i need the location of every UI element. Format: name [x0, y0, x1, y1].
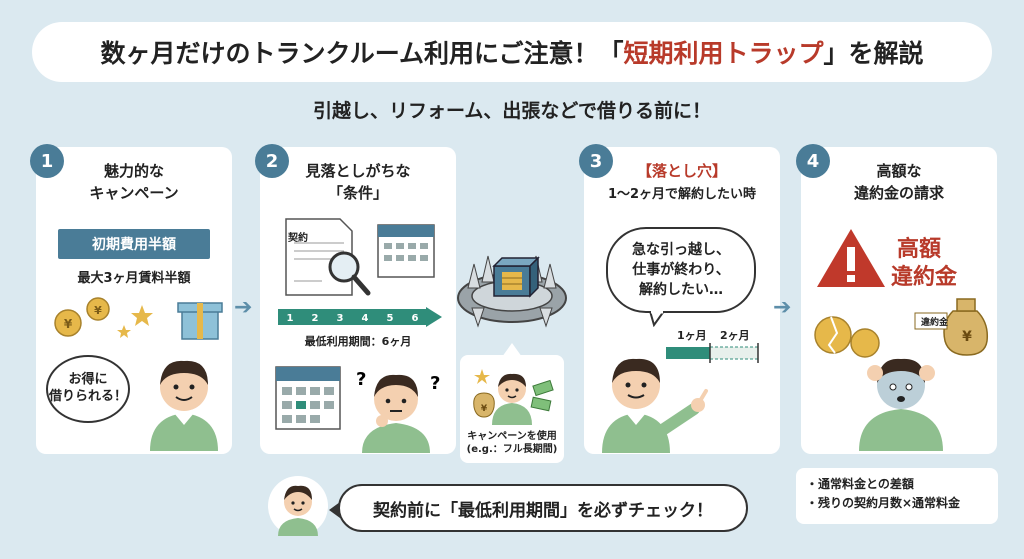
subtitle: 引越し、リフォーム、出張などで借りる前に！	[312, 100, 712, 122]
campaign-note-caption: キャンペーンを使用	[467, 431, 557, 442]
cta-text: 契約前に「最低利用期間」を必ずチェック！	[373, 500, 713, 521]
card-campaign: 魅力的な キャンペーン 初期費用半額 最大3ヶ月賃料半額 ¥ ¥ お得に 借りら…	[36, 147, 232, 454]
penalty-line1: 高額	[897, 237, 942, 262]
svg-text:4: 4	[362, 313, 369, 324]
card-title-line1: 高額な	[876, 162, 922, 180]
money-bag-label: 違約金	[921, 318, 949, 328]
card-pitfall: 【落とし穴】 1〜2ヶ月で解約したい時 急な引っ越し、 仕事が終わり、 解約した…	[584, 147, 780, 454]
progress-bar: 1 2 3 4 5 6	[278, 307, 442, 327]
trap-icon	[457, 255, 567, 328]
advisor-avatar	[268, 476, 328, 536]
arrow-icon: ➔	[773, 295, 792, 320]
contract-calendar-icon	[285, 218, 435, 296]
speech-campaign-text: お得に 借りられる！	[48, 372, 127, 404]
happy-person-icon	[150, 360, 218, 451]
card-title-line2: キャンペーン	[89, 184, 179, 202]
svg-text:¥: ¥	[481, 404, 488, 414]
contract-label: 契約	[288, 233, 308, 244]
coins-gift-icon: ¥ ¥	[54, 297, 223, 340]
svg-text:2: 2	[312, 313, 319, 324]
title-text: 数ヶ月だけのトランクルーム利用にご注意！「	[100, 39, 624, 68]
title-highlight: 短期利用トラップ	[623, 39, 824, 68]
card-title-line1: 見落としがちな	[305, 162, 411, 180]
speech-line: 仕事が終わり、	[632, 261, 730, 278]
speech-bubble-campaign: お得に 借りられる！	[46, 355, 130, 423]
pointing-person-icon	[602, 358, 708, 453]
rent-discount-label: 最大3ヶ月賃料半額	[77, 271, 191, 286]
min-period-label: 最低利用期間：6ヶ月	[304, 335, 412, 348]
discount-ribbon: 初期費用半額	[48, 229, 220, 261]
title-text-end: 」を解説	[823, 39, 924, 68]
svg-text:1: 1	[287, 313, 294, 324]
svg-text:¥: ¥	[962, 329, 972, 345]
thinking-person-icon: ? ?	[275, 366, 440, 453]
step-number-1: 1	[30, 144, 64, 178]
svg-text:6: 6	[412, 313, 419, 324]
money-person-icon: ¥	[473, 369, 554, 425]
penalty-breakdown: ・通常料金との差額 ・残りの契約月数×通常料金	[796, 468, 998, 524]
note-pointer	[502, 343, 522, 357]
warning-icon	[817, 229, 885, 287]
card-penalty: 高額な 違約金の請求 高額 違約金 ¥ 違約金	[801, 147, 997, 454]
timeline-label-1: 1ヶ月	[677, 329, 707, 342]
speech-tail	[648, 311, 666, 327]
arrow-icon: ➔	[234, 295, 253, 320]
step-number-4: 4	[796, 144, 830, 178]
timeline-bar	[666, 343, 759, 363]
campaign-note-example: (e.g.：フル長期間)	[466, 444, 558, 455]
card-title-line2: 違約金の請求	[853, 184, 944, 202]
distressed-person-icon: ¥	[814, 298, 989, 451]
svg-text:¥: ¥	[94, 304, 102, 317]
card-title-line2: 「条件」	[327, 184, 388, 202]
title-banner: 数ヶ月だけのトランクルーム利用にご注意！「短期利用トラップ」を解説	[32, 22, 992, 82]
campaign-note: ¥ キャンペーンを使用 (e.g.：フル長期間)	[460, 355, 564, 463]
card-title-line2: 1〜2ヶ月で解約したい時	[607, 187, 757, 202]
cta-bubble: 契約前に「最低利用期間」を必ずチェック！	[329, 484, 748, 532]
card-title-line1: 【落とし穴】	[636, 162, 727, 180]
bullet-item: ・通常料金との差額	[806, 477, 914, 491]
timeline-label-2: 2ヶ月	[720, 329, 750, 342]
svg-text:¥: ¥	[64, 317, 73, 331]
bullet-item: ・残りの契約月数×通常料金	[806, 496, 961, 510]
card-title-line1: 魅力的な	[103, 162, 164, 180]
step-number-2: 2	[255, 144, 289, 178]
speech-line: 急な引っ越し、	[632, 241, 730, 258]
svg-text:?: ?	[356, 369, 366, 390]
speech-line: 解約したい…	[639, 282, 723, 299]
svg-text:5: 5	[387, 313, 394, 324]
penalty-line2: 違約金	[891, 265, 958, 290]
svg-text:?: ?	[430, 373, 440, 394]
svg-text:3: 3	[337, 313, 344, 324]
card-conditions: 見落としがちな 「条件」 契約 1 2 3 4 5 6 最低利用期間：6ヶ月 ?	[260, 147, 456, 454]
speech-bubble-cancel: 急な引っ越し、 仕事が終わり、 解約したい…	[606, 227, 756, 313]
step-number-3: 3	[579, 144, 613, 178]
